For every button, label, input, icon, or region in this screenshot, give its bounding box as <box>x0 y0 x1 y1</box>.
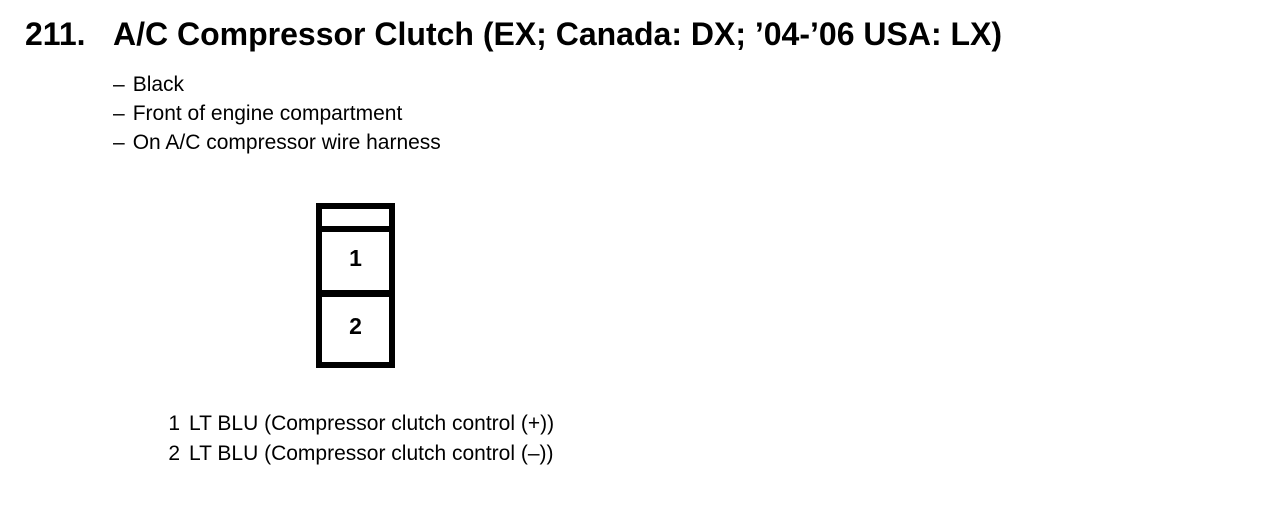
legend-row-1: 1 LT BLU (Compressor clutch control (+)) <box>166 409 554 439</box>
legend-pin-number: 2 <box>168 442 180 465</box>
note-text: Black <box>132 73 185 96</box>
bullet-dash: – <box>113 102 125 125</box>
location-notes: – Black – Front of engine compartment – … <box>113 70 441 157</box>
legend-row-2: 2 LT BLU (Compressor clutch control (–)) <box>166 439 554 469</box>
pin-number-1: 1 <box>349 244 362 271</box>
bullet-dash: – <box>113 131 125 154</box>
legend-wire-description: LT BLU (Compressor clutch control (–)) <box>189 442 554 465</box>
legend-wire-description: LT BLU (Compressor clutch control (+)) <box>189 412 555 435</box>
connector-lock-tab <box>322 209 389 232</box>
connector-cavity-1: 1 <box>322 232 389 297</box>
section-heading: 211. A/C Compressor Clutch (EX; Canada: … <box>25 15 1002 53</box>
note-item-harness: – On A/C compressor wire harness <box>113 128 441 157</box>
pin-number-2: 2 <box>349 313 362 339</box>
section-number: 211. <box>25 16 86 52</box>
note-item-color: – Black <box>113 70 441 99</box>
legend-pin-number: 1 <box>168 412 180 435</box>
bullet-dash: – <box>113 73 125 96</box>
note-item-location: – Front of engine compartment <box>113 99 441 128</box>
note-text: On A/C compressor wire harness <box>132 131 441 154</box>
pin-legend: 1 LT BLU (Compressor clutch control (+))… <box>166 409 554 469</box>
page-title: A/C Compressor Clutch (EX; Canada: DX; ’… <box>113 16 1003 52</box>
note-text: Front of engine compartment <box>132 102 403 125</box>
connector-cavity-2: 2 <box>322 297 389 362</box>
connector-diagram: 1 2 <box>316 203 395 368</box>
